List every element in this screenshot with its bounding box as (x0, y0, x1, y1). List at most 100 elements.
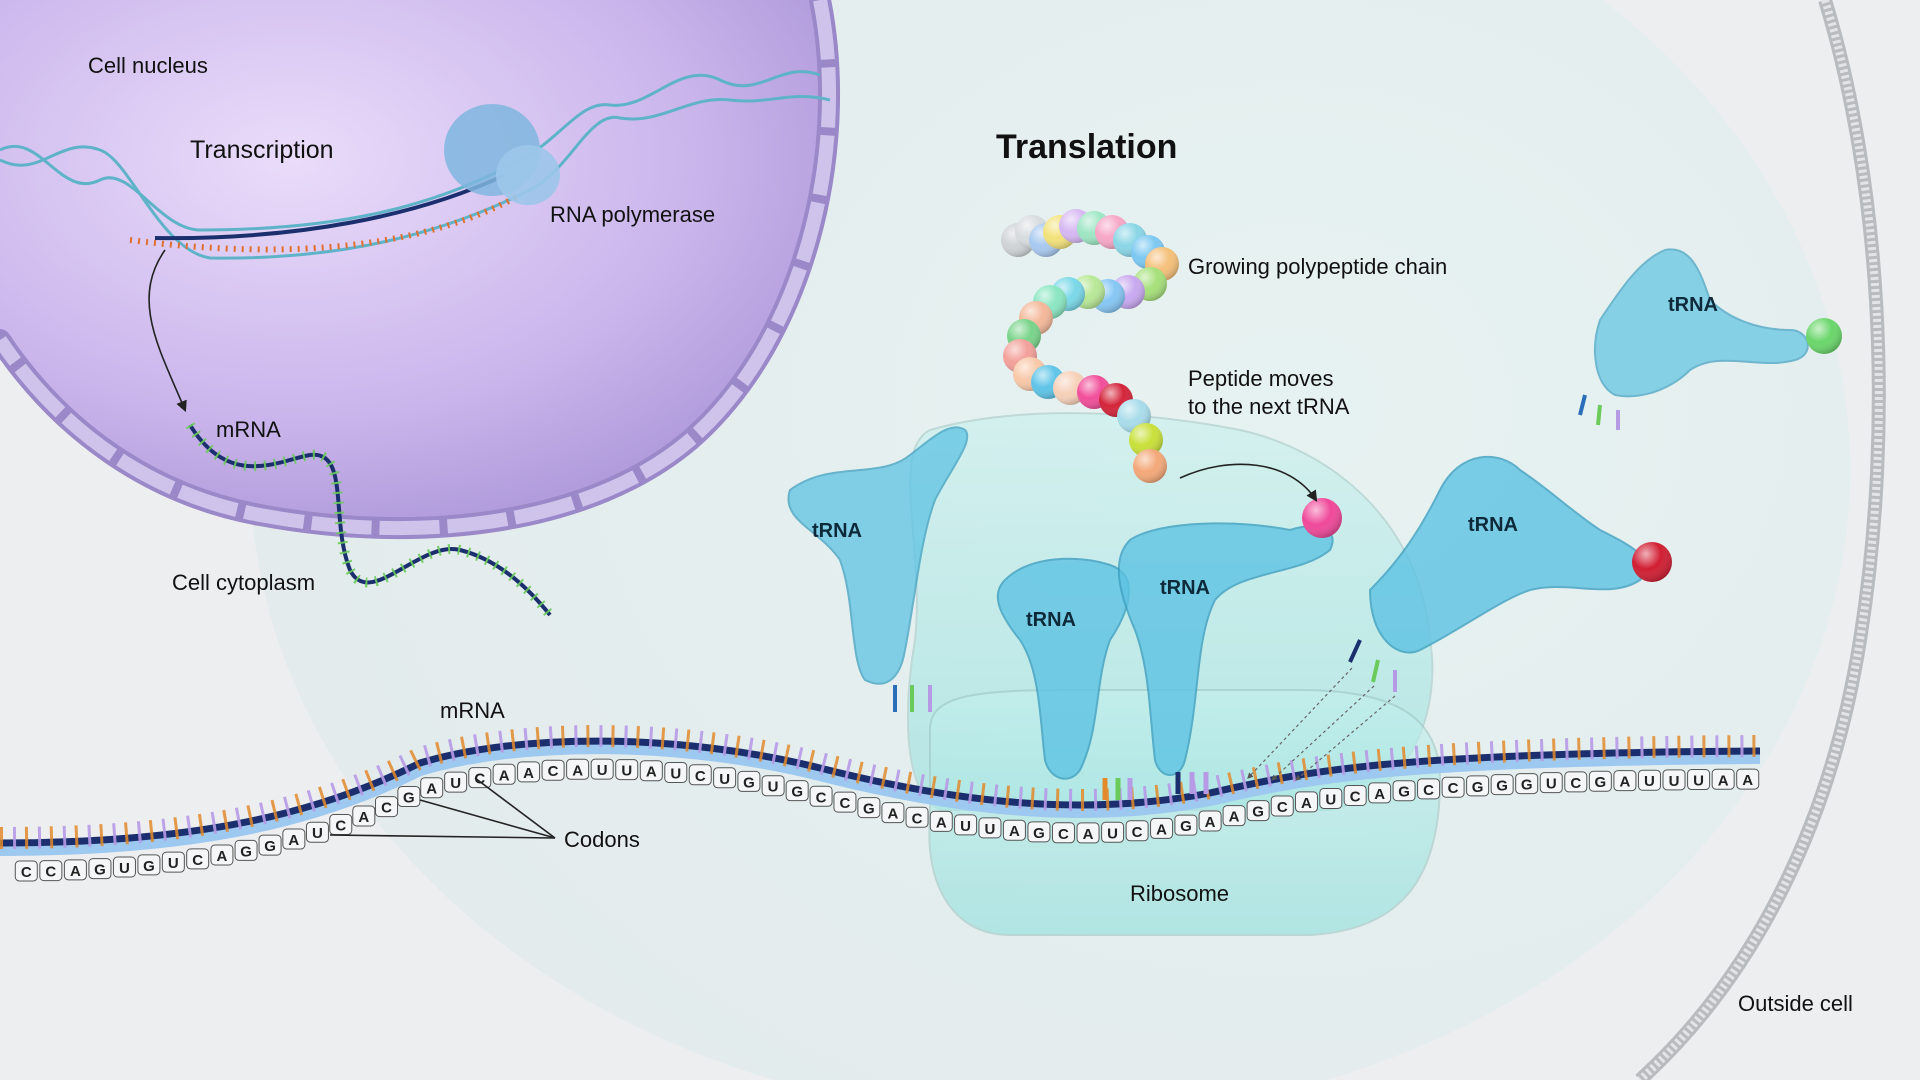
codon-base: G (1180, 818, 1192, 835)
translation-title: Translation (996, 128, 1177, 166)
codon-base: A (1083, 826, 1094, 843)
codon-base-box (713, 767, 737, 789)
codon-base-box (1246, 800, 1270, 822)
codon-base: C (1277, 799, 1288, 816)
codon-base-box (1222, 805, 1246, 827)
codon-base: C (912, 810, 923, 827)
codon-base: U (719, 771, 730, 788)
codon-base-box (468, 767, 492, 789)
mrna-nucleus-label: mRNA (216, 417, 281, 442)
polypeptide-chain (1001, 209, 1179, 483)
codon-base: A (887, 806, 898, 823)
codon-base: C (1570, 775, 1581, 792)
codon-base: U (450, 775, 461, 792)
trna-label: tRNA (1468, 514, 1518, 536)
codon-base: A (1619, 774, 1630, 791)
codon-base-box (161, 851, 185, 873)
rna-polymerase-label: RNA polymerase (550, 202, 715, 227)
codon-base: C (816, 789, 827, 806)
cell-nucleus (0, 0, 840, 540)
codon-base: G (1472, 779, 1484, 796)
codon-base: A (936, 814, 947, 831)
codon-base: U (768, 779, 779, 796)
codon-base-box (905, 806, 929, 828)
codon-base: A (1229, 809, 1240, 826)
codon-base: C (1132, 824, 1143, 841)
codon-base: C (192, 852, 203, 869)
codon-base-box (639, 760, 663, 782)
trna-icon (1578, 248, 1809, 430)
codon-base: C (1423, 782, 1434, 799)
codon-base-box (1343, 784, 1367, 806)
codon-base: A (1156, 821, 1167, 838)
codon-base: C (695, 768, 706, 785)
amino-acid-shading (1133, 449, 1167, 483)
codon-base-box (492, 763, 516, 785)
codon-base-box (1319, 787, 1343, 809)
codon-base: C (1448, 780, 1459, 797)
codon-base-box (420, 777, 444, 799)
codon-base-box (857, 797, 881, 819)
codon-base: G (1398, 784, 1410, 801)
codon-base-box (112, 856, 136, 878)
codon-base: A (1301, 795, 1312, 812)
codon-base: A (572, 762, 583, 779)
peptide-moves-label-line2: to the next tRNA (1188, 394, 1350, 419)
codon-base-box (1027, 821, 1051, 843)
codon-base-box (954, 814, 978, 836)
codon-base-box (1637, 769, 1661, 791)
codon-base: C (1058, 826, 1069, 843)
codon-base: U (168, 855, 179, 872)
codon-base-box (761, 775, 785, 797)
codon-base: A (70, 863, 81, 880)
codon-base: A (1374, 786, 1385, 803)
mrna-main-label: mRNA (440, 698, 505, 723)
codon-base-box (833, 791, 857, 813)
codon-base-box (234, 839, 258, 861)
codon-base: C (381, 800, 392, 817)
codon-base-box (1564, 771, 1588, 793)
main-mrna-strand (0, 725, 1761, 856)
amino-acid-shading (1129, 423, 1163, 457)
codon-base-box (1736, 768, 1760, 790)
codons-pointers (329, 777, 556, 839)
codon-base-box (137, 854, 161, 876)
codon-base-box (1101, 821, 1125, 843)
codon-base: C (1350, 788, 1361, 805)
codon-base: A (499, 767, 510, 784)
trna-label: tRNA (812, 520, 862, 542)
codon-base: C (45, 864, 56, 881)
codon-base-box (63, 859, 87, 881)
codon-base: A (646, 764, 657, 781)
codon-base: A (1009, 823, 1020, 840)
trna-icon (787, 426, 969, 712)
codon-base: G (863, 801, 875, 818)
codon-base: U (985, 821, 996, 838)
exported-mrna-strand (185, 422, 554, 619)
codon-base-box (664, 761, 688, 783)
codon-base: G (1521, 777, 1533, 794)
codon-base-box (444, 771, 468, 793)
codon-base: G (403, 789, 415, 806)
amino-acids (1302, 318, 1842, 582)
codon-base-box (978, 817, 1002, 839)
codon-base-box (1711, 768, 1735, 790)
codon-base-box (88, 858, 112, 880)
codon-base-box (1515, 773, 1539, 795)
codon-base-box (688, 764, 712, 786)
outside-cell-label: Outside cell (1738, 991, 1853, 1016)
codon-base-box (1294, 791, 1318, 813)
codon-base-box (397, 785, 421, 807)
rna-polymerase-icon (444, 104, 560, 205)
codon-base: C (21, 864, 32, 881)
codon-base-box (1588, 770, 1612, 792)
codon-base: U (1669, 773, 1680, 790)
codon-base-box (541, 759, 565, 781)
codon-base-box (809, 785, 833, 807)
codon-base-box (1466, 775, 1490, 797)
codon-base: G (1033, 825, 1045, 842)
trna-icon (1117, 522, 1334, 794)
codon-base: G (94, 862, 106, 879)
codon-base-box (1417, 778, 1441, 800)
